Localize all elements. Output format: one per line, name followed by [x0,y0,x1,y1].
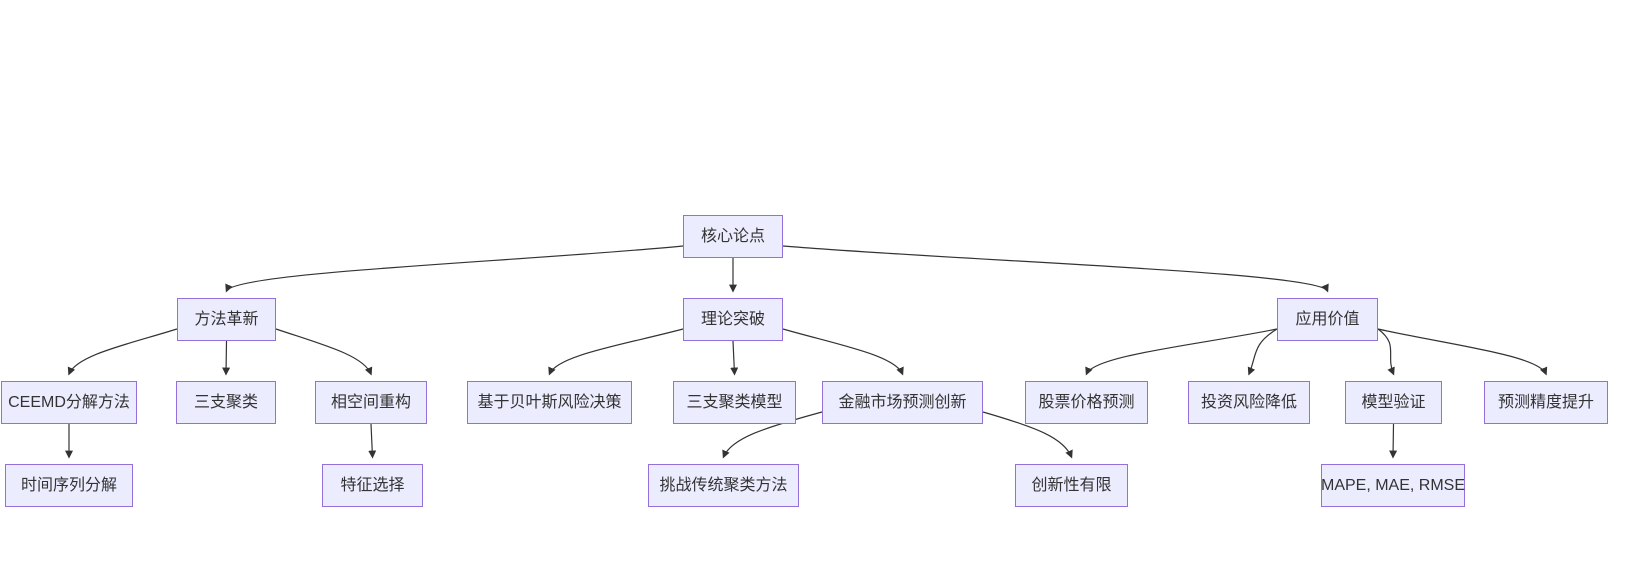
edge-value-to-invest [1247,328,1278,376]
node-finance: 金融市场预测创新 [822,381,983,424]
node-label: 股票价格预测 [1038,393,1135,411]
node-method: 方法革新 [177,298,276,341]
edge-core-to-method [225,245,684,293]
node-theory: 理论突破 [683,298,783,341]
node-label: 应用价值 [1295,310,1360,328]
node-core: 核心论点 [683,215,783,258]
node-invest: 投资风险降低 [1188,381,1310,424]
node-model-valid: 模型验证 [1345,381,1442,424]
node-label: 方法革新 [194,310,259,328]
node-label: 挑战传统聚类方法 [659,476,788,494]
node-challenge: 挑战传统聚类方法 [648,464,799,507]
node-label: MAPE, MAE, RMSE [1320,476,1466,494]
node-label: 时间序列分解 [20,476,117,494]
node-label: CEEMD分解方法 [8,393,130,411]
node-label: 三支聚类 [193,393,258,411]
node-label: 相空间重构 [330,393,411,411]
edge-theory-to-finance [782,328,904,376]
edge-finance-to-limited [982,411,1073,459]
node-three-cluster: 三支聚类 [176,381,276,424]
node-label: 三支聚类模型 [686,393,783,411]
node-precision: 预测精度提升 [1484,381,1608,424]
node-label: 预测精度提升 [1497,393,1594,411]
edge-method-to-three-cluster [222,340,231,376]
edge-core-to-value [782,245,1329,293]
node-label: 核心论点 [700,227,765,245]
edge-model-valid-to-mape [1389,423,1398,459]
node-label: 特征选择 [340,476,405,494]
node-label: 创新性有限 [1031,476,1112,494]
edge-theory-to-bayes [548,328,684,376]
node-bayes: 基于贝叶斯风险决策 [467,381,632,424]
node-label: 投资风险降低 [1200,393,1297,411]
node-feature: 特征选择 [322,464,423,507]
edge-phase-to-feature [368,423,377,459]
node-three-model: 三支聚类模型 [673,381,796,424]
node-stock: 股票价格预测 [1025,381,1148,424]
edge-method-to-phase [275,328,373,376]
node-ts-decomp: 时间序列分解 [5,464,133,507]
edge-value-to-stock [1085,328,1278,376]
node-label: 模型验证 [1361,393,1426,411]
node-label: 金融市场预测创新 [838,393,967,411]
edge-theory-to-three-model [730,340,739,376]
edge-method-to-ceemd [67,328,178,376]
node-label: 基于贝叶斯风险决策 [477,393,622,411]
node-value: 应用价值 [1277,298,1378,341]
node-phase: 相空间重构 [315,381,427,424]
node-ceemd: CEEMD分解方法 [1,381,137,424]
node-mape: MAPE, MAE, RMSE [1321,464,1465,507]
edge-finance-to-challenge [722,411,823,459]
node-label: 理论突破 [700,310,765,328]
edge-value-to-precision [1377,328,1548,376]
node-limited: 创新性有限 [1015,464,1128,507]
edge-value-to-model-valid [1377,328,1395,376]
